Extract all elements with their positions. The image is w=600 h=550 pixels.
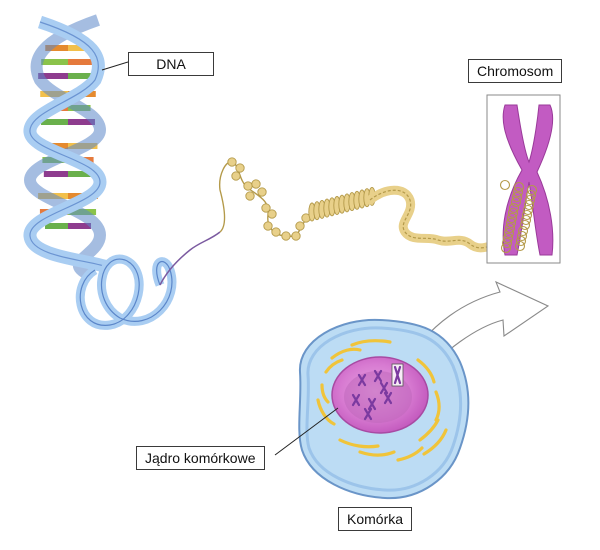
fiber-loop <box>499 179 511 191</box>
nucleosome-beads <box>227 157 311 241</box>
fiber-loop <box>515 235 527 247</box>
cell-label: Komórka <box>338 507 413 531</box>
chromosome-panel <box>486 94 561 264</box>
mini-chromosome <box>383 391 393 405</box>
mini-chromosome <box>351 393 361 407</box>
er-strand <box>316 398 336 426</box>
fiber-loop <box>508 202 520 214</box>
er-strand <box>418 418 440 442</box>
fiber-loop <box>506 212 518 224</box>
fiber-loop <box>525 189 537 201</box>
er-strand <box>416 358 436 384</box>
nucleosome <box>257 187 267 197</box>
dna-label: DNA <box>128 52 214 76</box>
helix-loops <box>75 254 177 330</box>
fiber-loop <box>510 196 522 208</box>
dna-leader-line <box>101 61 129 71</box>
nucleosome <box>235 163 245 173</box>
mini-chromosome <box>379 381 389 395</box>
fiber-loop <box>517 225 529 237</box>
nucleosome <box>261 203 271 213</box>
fiber-loop <box>516 230 528 242</box>
nucleus-chromosomes <box>351 369 393 421</box>
cell <box>298 318 470 500</box>
fiber-loop <box>523 199 535 211</box>
chromosome-icon <box>502 104 554 256</box>
nucleosome <box>271 227 281 237</box>
er-strand <box>434 390 441 422</box>
nucleosome <box>245 191 255 201</box>
nucleosome <box>291 231 301 241</box>
fiber-loop <box>519 219 531 231</box>
solenoid-coil <box>308 186 376 222</box>
chromatin-fiber <box>218 157 505 253</box>
mini-chromosome <box>373 369 383 383</box>
er-strand <box>358 450 396 457</box>
fiber-loop <box>504 222 516 234</box>
nucleosome <box>231 171 241 181</box>
endoplasmic-reticulum <box>316 339 448 462</box>
nucleosome <box>295 221 305 231</box>
nucleosome <box>227 157 237 167</box>
nucleus-leader-line <box>274 407 339 456</box>
fiber-loop <box>507 207 519 219</box>
fiber-loop <box>501 237 513 249</box>
fiber-loop <box>520 214 532 226</box>
nucleosome <box>243 181 253 191</box>
nucleosome <box>267 209 277 219</box>
fiber-loop <box>505 217 517 229</box>
fiber-loop <box>526 184 538 196</box>
nucleosome <box>263 221 273 231</box>
er-strand <box>320 383 330 404</box>
er-strand <box>422 428 448 456</box>
er-strand <box>324 358 344 374</box>
dna-helix <box>23 14 221 330</box>
er-strand <box>396 446 424 462</box>
fiber-loop <box>521 209 533 221</box>
er-strand <box>338 438 380 449</box>
chromosome-fiber-bundle <box>499 179 538 254</box>
nucleosome <box>281 231 291 241</box>
er-strand <box>330 347 362 360</box>
chromosome-label: Chromosom <box>468 59 563 83</box>
fiber-loop <box>503 227 515 239</box>
nucleosome <box>251 179 261 189</box>
fiber-loop <box>514 240 526 252</box>
fiber-loop <box>511 191 523 203</box>
mini-chromosome <box>357 373 367 387</box>
fiber-loop <box>522 204 534 216</box>
fiber-loop <box>500 242 512 254</box>
fiber-loop <box>524 194 536 206</box>
er-strand <box>350 339 392 347</box>
fiber-loop <box>502 232 514 244</box>
mini-chromosome <box>363 407 373 421</box>
nucleus-label: Jądro komórkowe <box>136 446 265 470</box>
fiber-loop <box>513 181 525 193</box>
mini-chromosome <box>367 397 377 411</box>
fiber-loop <box>512 186 524 198</box>
